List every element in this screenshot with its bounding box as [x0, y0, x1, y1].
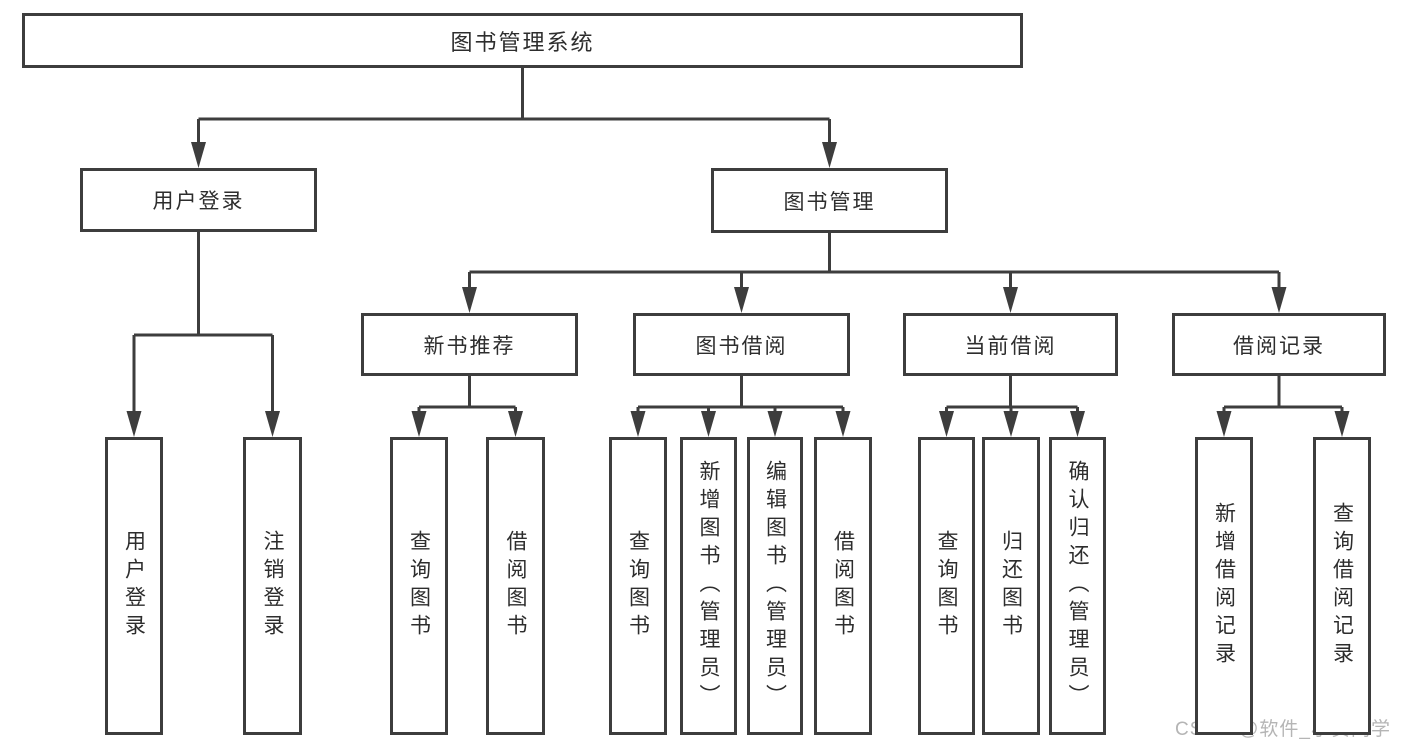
diagram-node-root: 图书管理系统 [22, 13, 1023, 68]
arrowhead [1334, 411, 1350, 437]
node-label: 借阅记录 [1233, 334, 1325, 358]
arrowhead [1003, 411, 1019, 437]
diagram-node-new-book-rec: 新书推荐 [361, 313, 578, 376]
arrowhead [265, 411, 280, 437]
arrowhead [1003, 287, 1018, 313]
node-label: 确认归还（管理员） [1066, 460, 1089, 712]
diagram-node-records-add: 新增借阅记录 [1195, 437, 1253, 735]
diagram-node-borrow-add: 新增图书（管理员） [680, 437, 737, 735]
diagram-node-current-query: 查询图书 [918, 437, 975, 735]
node-label: 用户登录 [152, 190, 245, 213]
arrowhead [835, 411, 851, 437]
diagram-node-records-query: 查询借阅记录 [1313, 437, 1371, 735]
arrowhead [939, 411, 954, 437]
diagram-node-borrow-query: 查询图书 [609, 437, 667, 735]
arrowhead [1271, 287, 1287, 313]
arrowhead [508, 411, 523, 437]
diagram-node-user-login: 用户登录 [105, 437, 163, 735]
node-label: 查询借阅记录 [1330, 502, 1354, 670]
diagram-node-borrow-records: 借阅记录 [1172, 313, 1386, 376]
diagram-node-user-logout: 注销登录 [243, 437, 302, 735]
arrowhead [126, 411, 142, 437]
arrowhead [462, 287, 477, 313]
node-label: 借阅图书 [831, 530, 855, 642]
diagram-node-current-confirm: 确认归还（管理员） [1049, 437, 1106, 735]
node-label: 新增借阅记录 [1212, 502, 1236, 670]
diagram-node-current-borrow: 当前借阅 [903, 313, 1118, 376]
node-label: 归还图书 [999, 530, 1023, 642]
node-label: 图书管理系统 [450, 29, 595, 55]
arrowhead [767, 411, 783, 437]
arrowhead [822, 142, 837, 168]
node-label: 查询图书 [407, 530, 431, 642]
diagram-node-login-group: 用户登录 [80, 168, 317, 232]
diagram-node-book-mgmt: 图书管理 [711, 168, 948, 233]
node-label: 图书管理 [783, 190, 876, 214]
node-label: 新书推荐 [423, 334, 516, 358]
arrowhead [630, 411, 646, 437]
diagram-node-book-borrow: 图书借阅 [633, 313, 850, 376]
arrowhead [1070, 411, 1085, 437]
arrowhead [411, 411, 427, 437]
arrowhead [734, 287, 749, 313]
node-label: 当前借阅 [964, 334, 1057, 358]
node-label: 查询图书 [626, 530, 650, 642]
node-label: 借阅图书 [504, 530, 527, 642]
diagram-node-rec-borrow: 借阅图书 [486, 437, 545, 735]
node-label: 查询图书 [935, 530, 958, 642]
arrowhead [191, 142, 206, 168]
arrowhead [701, 411, 716, 437]
node-label: 图书借阅 [695, 334, 788, 358]
node-label: 编辑图书（管理员） [763, 460, 787, 712]
diagram-node-rec-query: 查询图书 [390, 437, 448, 735]
arrowhead [1216, 411, 1232, 437]
node-label: 用户登录 [122, 530, 146, 642]
diagram-node-current-return: 归还图书 [982, 437, 1040, 735]
node-label: 新增图书（管理员） [697, 460, 720, 712]
diagram-node-borrow-borrow: 借阅图书 [814, 437, 872, 735]
node-label: 注销登录 [261, 530, 284, 642]
diagram-node-borrow-edit: 编辑图书（管理员） [747, 437, 803, 735]
